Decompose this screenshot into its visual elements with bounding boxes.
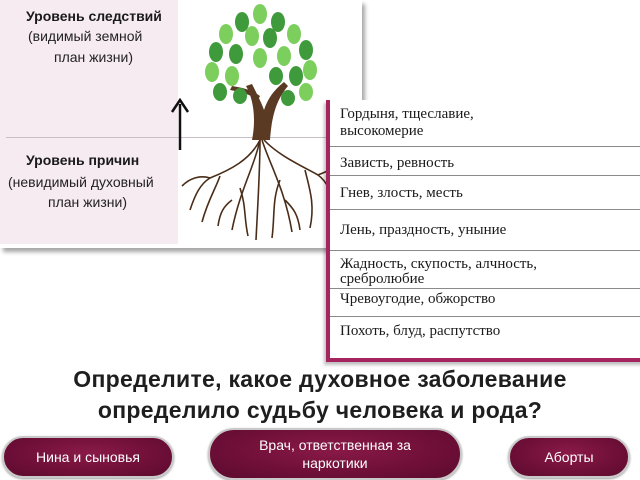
answer-label: Врач, ответственная за наркотики — [259, 437, 411, 471]
levels-labels-background — [0, 0, 178, 244]
effects-level-desc-1: (видимый земной — [28, 28, 143, 44]
effects-level-desc-2: план жизни) — [54, 49, 133, 65]
tree-leaves — [205, 4, 317, 106]
causes-level-desc-1: (невидимый духовный — [8, 174, 154, 190]
answer-label: Нина и сыновья — [36, 449, 140, 465]
effects-level-title: Уровень следствий — [26, 8, 162, 24]
sin-row-7: Похоть, блуд, распутство — [340, 323, 501, 339]
answer-label: Аборты — [544, 449, 594, 465]
causes-level-title: Уровень причин — [26, 152, 140, 168]
sin-row-6: Чревоугодие, обжорство — [330, 289, 640, 317]
answer-button-nina-and-sons[interactable]: Нина и сыновья — [2, 436, 174, 478]
sin-row-5: Жадность, скупость, алчность, сребролюби… — [330, 251, 640, 289]
sins-list: Гордыня, тщеславие, высокомерие Зависть,… — [326, 100, 640, 362]
question-line-1: Определите, какое духовное заболевание — [73, 366, 567, 392]
sin-row-2: Зависть, ревность — [330, 147, 640, 176]
arrow-up-icon — [170, 97, 190, 150]
answer-button-doctor[interactable]: Врач, ответственная за наркотики — [208, 428, 462, 480]
tree-trunk — [246, 82, 288, 140]
causes-level-desc-2: план жизни) — [48, 194, 127, 210]
answer-button-abortions[interactable]: Аборты — [508, 436, 630, 478]
sin-row-4: Лень, праздность, уныние — [330, 210, 640, 251]
tree-icon — [170, 4, 339, 241]
sin-row-1: Гордыня, тщеславие, высокомерие — [330, 100, 640, 147]
sin-row-3: Гнев, злость, месть — [330, 176, 640, 210]
levels-panel: Уровень следствий (видимый земной план ж… — [0, 0, 362, 248]
tree-roots — [181, 139, 339, 241]
question-text: Определите, какое духовное заболевание о… — [0, 364, 640, 426]
question-line-2: определило судьбу человека и рода? — [97, 397, 543, 423]
